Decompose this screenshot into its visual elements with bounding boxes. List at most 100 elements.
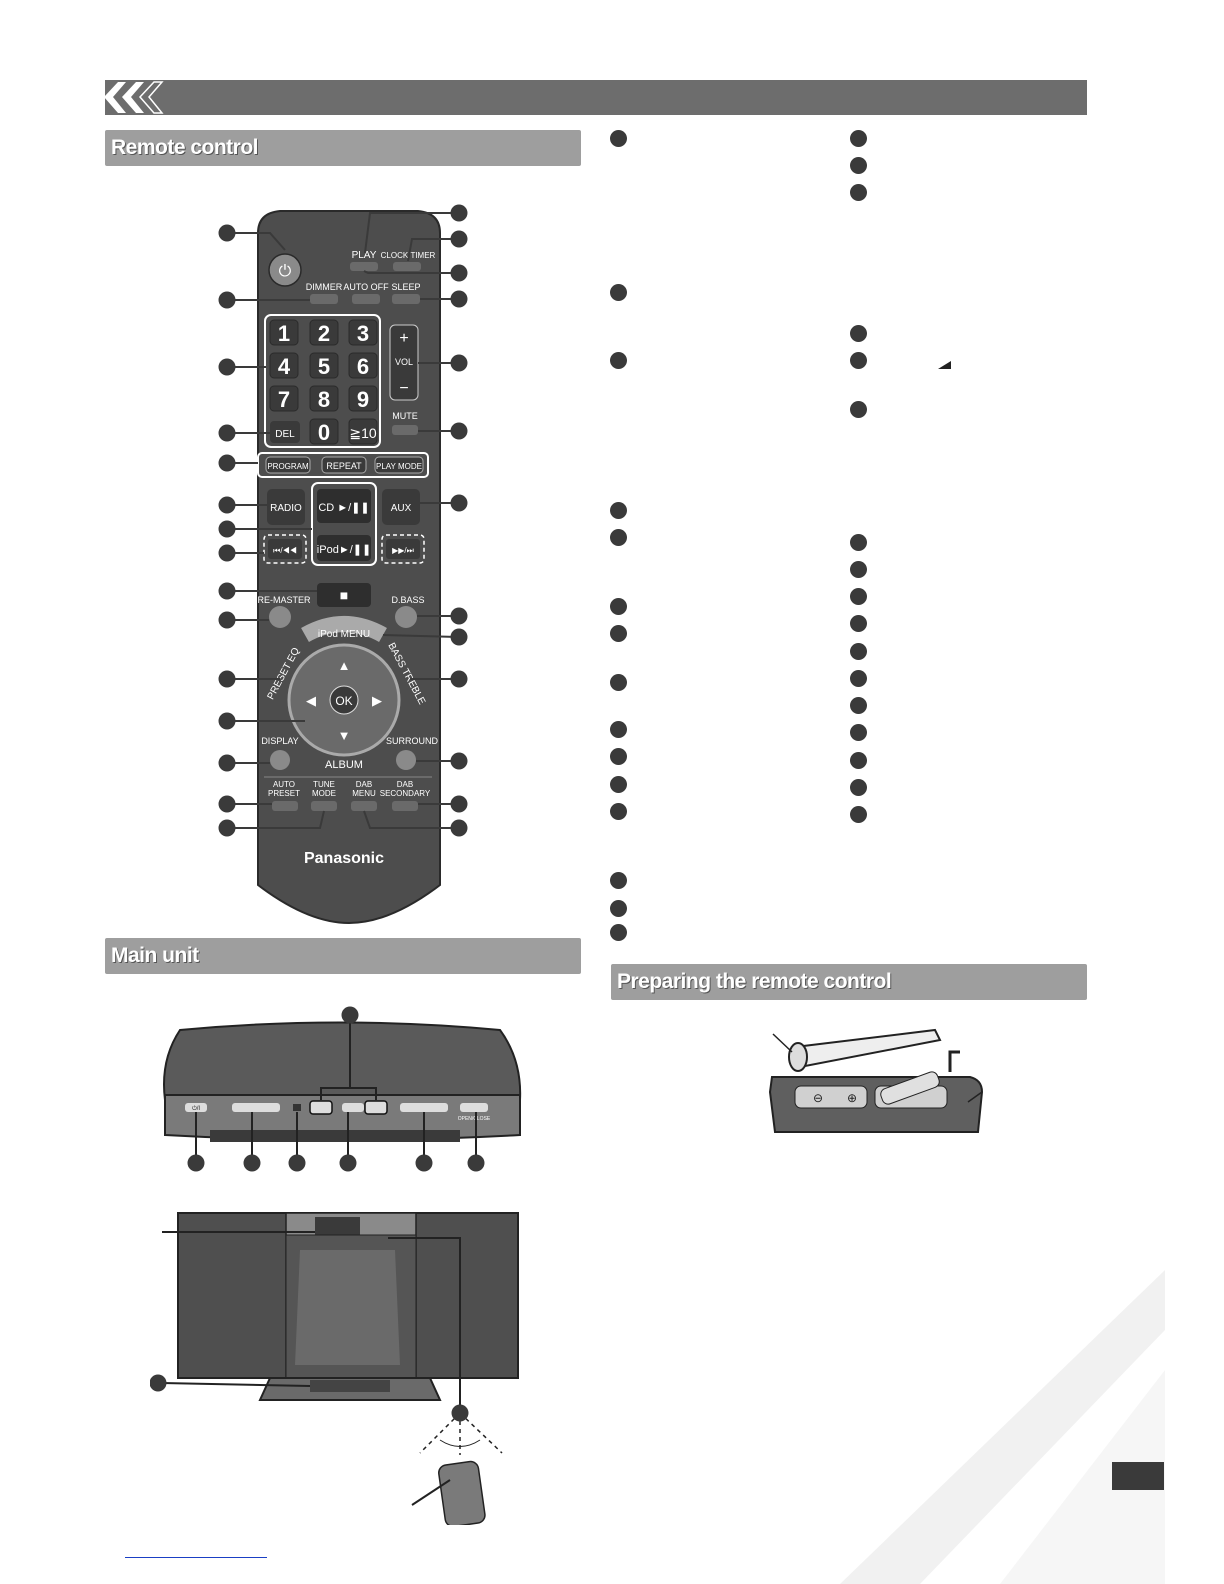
chevrons-icon — [104, 81, 164, 114]
callout-dot — [610, 900, 627, 917]
section-main-unit: Main unit — [105, 938, 581, 974]
svg-text:⊕: ⊕ — [847, 1091, 857, 1105]
svg-text:MODE: MODE — [312, 789, 336, 798]
svg-text:5: 5 — [318, 354, 330, 379]
svg-text:RE-MASTER: RE-MASTER — [257, 595, 311, 605]
svg-text:OPEN/CLOSE: OPEN/CLOSE — [458, 1116, 491, 1122]
section-remote-control: Remote control — [105, 130, 581, 166]
battery-insertion-illustration: ⊖ ⊕ — [768, 1028, 984, 1133]
svg-text:▼: ▼ — [338, 728, 351, 743]
callout-dot — [610, 130, 627, 147]
callout-dot — [610, 625, 627, 642]
callout-dot — [850, 670, 867, 687]
svg-text:⏻: ⏻ — [279, 263, 292, 280]
callout-dot — [850, 779, 867, 796]
callout-dot — [850, 724, 867, 741]
svg-text:7: 7 — [278, 387, 290, 412]
callout-dot — [610, 721, 627, 738]
callout-dot — [610, 529, 627, 546]
dimmer-label: DIMMER — [306, 282, 343, 292]
callout-dot — [850, 130, 867, 147]
callout-dot — [610, 352, 627, 369]
svg-text:AUTO: AUTO — [273, 780, 295, 789]
svg-text:2: 2 — [318, 321, 330, 346]
svg-text:TUNE: TUNE — [313, 780, 335, 789]
callout-dot — [610, 872, 627, 889]
callout-dot — [610, 284, 627, 301]
callout-dot — [610, 748, 627, 765]
svg-text:+: + — [399, 330, 408, 347]
svg-text:PRESET: PRESET — [268, 789, 300, 798]
main-unit-top-panel: ⏻/I OPEN/CLOSE — [163, 1006, 522, 1172]
callout-dot — [610, 598, 627, 615]
auto-off-label: AUTO OFF — [343, 282, 389, 292]
svg-text:▶▶/⏭: ▶▶/⏭ — [392, 546, 414, 555]
mute-label: MUTE — [392, 411, 418, 421]
top-banner — [105, 80, 1087, 115]
svg-text:PLAY MODE: PLAY MODE — [376, 462, 422, 471]
svg-text:4: 4 — [278, 354, 291, 379]
svg-text:ALBUM: ALBUM — [325, 759, 363, 771]
callout-dot — [850, 325, 867, 342]
svg-text:D.BASS: D.BASS — [391, 595, 424, 605]
section-preparing-remote: Preparing the remote control — [611, 964, 1087, 1000]
svg-text:REPEAT: REPEAT — [326, 461, 362, 471]
callout-dot — [610, 924, 627, 941]
footer-link[interactable] — [125, 1557, 267, 1558]
callout-dot — [850, 643, 867, 660]
svg-text:SURROUND: SURROUND — [386, 736, 439, 746]
svg-text:OK: OK — [335, 694, 352, 708]
callout-dot — [610, 776, 627, 793]
svg-text:−: − — [399, 380, 408, 397]
callout-dot — [850, 615, 867, 632]
callout-dot — [610, 674, 627, 691]
remote-control-illustration: ⏻ PLAY CLOCK/TIMER DIMMER AUTO OFF SLEEP… — [218, 204, 468, 925]
svg-text:3: 3 — [357, 321, 369, 346]
svg-text:▶: ▶ — [372, 693, 382, 708]
callout-dot — [850, 806, 867, 823]
callout-dot — [850, 184, 867, 201]
svg-text:■: ■ — [340, 587, 348, 603]
callout-dot — [850, 401, 867, 418]
del-label: DEL — [275, 429, 295, 440]
svg-text:DISPLAY: DISPLAY — [261, 736, 298, 746]
svg-text:iPod MENU: iPod MENU — [318, 629, 370, 640]
svg-text:1: 1 — [278, 321, 290, 346]
svg-text:SECONDARY: SECONDARY — [380, 789, 431, 798]
svg-text:9: 9 — [357, 387, 369, 412]
svg-text:DAB: DAB — [356, 780, 372, 789]
svg-text:0: 0 — [318, 420, 330, 445]
remote-brand: Panasonic — [304, 850, 384, 867]
svg-text:iPod►/❚❚: iPod►/❚❚ — [317, 544, 371, 556]
svg-text:6: 6 — [357, 354, 369, 379]
svg-text:CD ►/❚❚: CD ►/❚❚ — [318, 502, 369, 514]
main-unit-front — [150, 1212, 519, 1525]
volume-ramp-icon — [938, 361, 951, 369]
svg-text:⏻/I: ⏻/I — [192, 1105, 200, 1112]
svg-text:◀: ◀ — [306, 693, 316, 708]
decorative-stripes — [840, 1270, 1165, 1584]
sleep-label: SLEEP — [391, 282, 420, 292]
svg-text:⏮/◀◀: ⏮/◀◀ — [273, 546, 297, 555]
svg-text:⊖: ⊖ — [813, 1091, 823, 1105]
callout-dot — [850, 561, 867, 578]
svg-text:≧10: ≧10 — [349, 425, 377, 441]
callout-dot — [850, 534, 867, 551]
svg-text:▲: ▲ — [338, 658, 351, 673]
callout-dot — [850, 752, 867, 769]
svg-text:RADIO: RADIO — [270, 503, 302, 514]
svg-text:VOL: VOL — [395, 357, 413, 367]
callout-dot — [850, 588, 867, 605]
callout-dot — [850, 157, 867, 174]
callout-dot — [610, 803, 627, 820]
callout-dot — [850, 352, 867, 369]
callout-dot — [850, 697, 867, 714]
callout-dot — [610, 502, 627, 519]
play-label: PLAY — [352, 250, 377, 261]
svg-text:8: 8 — [318, 387, 330, 412]
svg-text:PROGRAM: PROGRAM — [267, 462, 309, 471]
svg-text:AUX: AUX — [391, 503, 412, 514]
svg-text:MENU: MENU — [352, 789, 376, 798]
page-number-tab — [1112, 1462, 1164, 1490]
svg-text:DAB: DAB — [397, 780, 413, 789]
